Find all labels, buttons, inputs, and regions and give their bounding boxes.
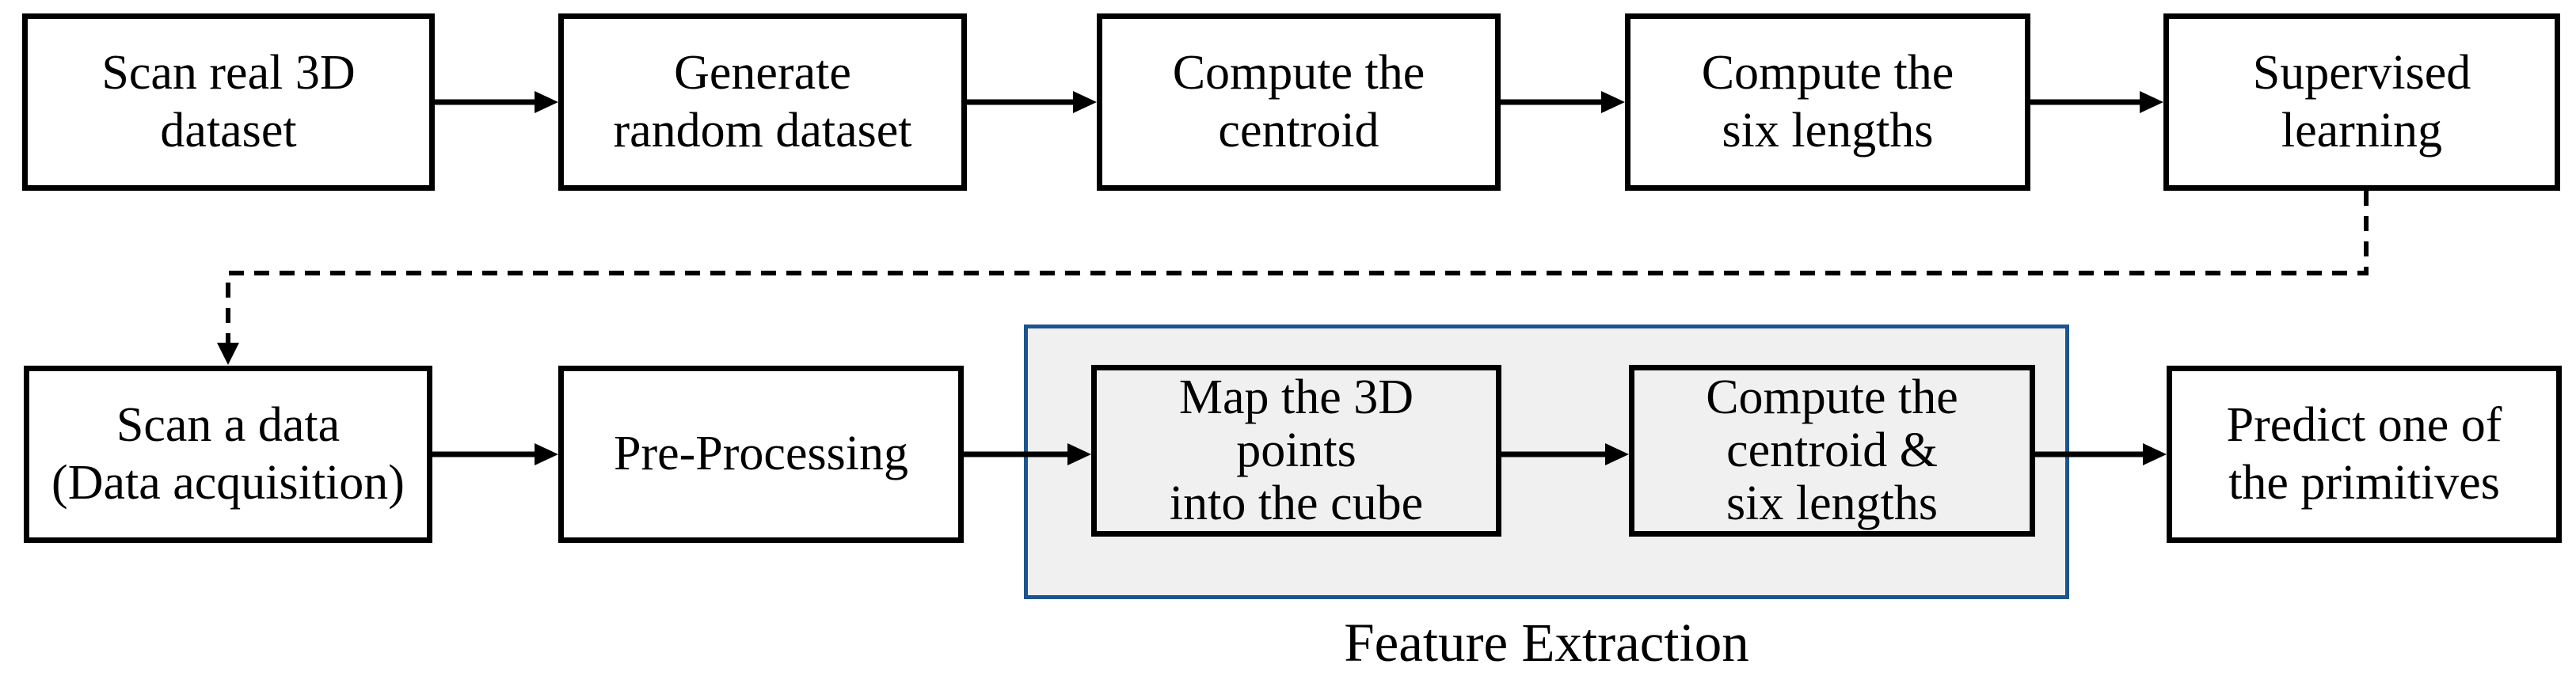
box-label-line: into the cube — [1169, 476, 1424, 530]
arrow-top-3 — [1501, 91, 1625, 113]
box-label-line: Scan a data — [116, 397, 341, 452]
box-scan-a-data: Scan a data (Data acquisition) — [24, 366, 432, 543]
box-label-line: Pre-Processing — [614, 427, 908, 481]
box-label-line: dataset — [160, 104, 297, 158]
box-label-line: Generate — [674, 45, 851, 100]
box-label-line: random dataset — [613, 104, 912, 158]
box-compute-centroid: Compute the centroid — [1097, 13, 1501, 191]
box-label-line: the primitives — [2228, 456, 2500, 510]
box-scan-real-3d-dataset: Scan real 3D dataset — [22, 13, 435, 191]
box-compute-six-lengths: Compute the six lengths — [1625, 13, 2030, 191]
box-label-line: Map the 3D — [1178, 370, 1414, 425]
arrow-top-4 — [2030, 91, 2163, 113]
arrow-bottom-1 — [432, 443, 558, 465]
box-label-line: six lengths — [1722, 104, 1934, 158]
box-label-line: Supervised — [2252, 45, 2471, 100]
box-label-line: Compute the — [1172, 45, 1425, 100]
box-label-line: Predict one of — [2226, 397, 2502, 452]
dashed-feedback-arrow — [217, 191, 2369, 365]
box-label-line: six lengths — [1726, 476, 1938, 530]
box-compute-centroid-six-lengths: Compute the centroid & six lengths — [1629, 365, 2035, 537]
box-label-line: Compute the — [1706, 370, 1958, 425]
box-label-line: learning — [2281, 104, 2443, 158]
box-label-line: Compute the — [1701, 45, 1954, 100]
box-label-line: points — [1236, 423, 1356, 478]
box-label-line: Scan real 3D — [101, 45, 356, 100]
box-pre-processing: Pre-Processing — [558, 366, 964, 543]
arrow-bottom-2 — [964, 443, 1091, 465]
arrow-top-2 — [967, 91, 1097, 113]
box-map-3d-points: Map the 3D points into the cube — [1091, 365, 1501, 537]
box-label-line: centroid — [1218, 104, 1379, 158]
arrow-bottom-4 — [2035, 443, 2167, 465]
box-predict-primitives: Predict one of the primitives — [2167, 366, 2562, 543]
box-generate-random-dataset: Generate random dataset — [558, 13, 967, 191]
arrow-bottom-3 — [1501, 443, 1629, 465]
box-supervised-learning: Supervised learning — [2163, 13, 2560, 191]
arrow-top-1 — [435, 91, 558, 113]
box-label-line: centroid & — [1726, 423, 1938, 478]
box-label-line: (Data acquisition) — [51, 456, 405, 510]
feature-extraction-label: Feature Extraction — [1344, 613, 1749, 673]
